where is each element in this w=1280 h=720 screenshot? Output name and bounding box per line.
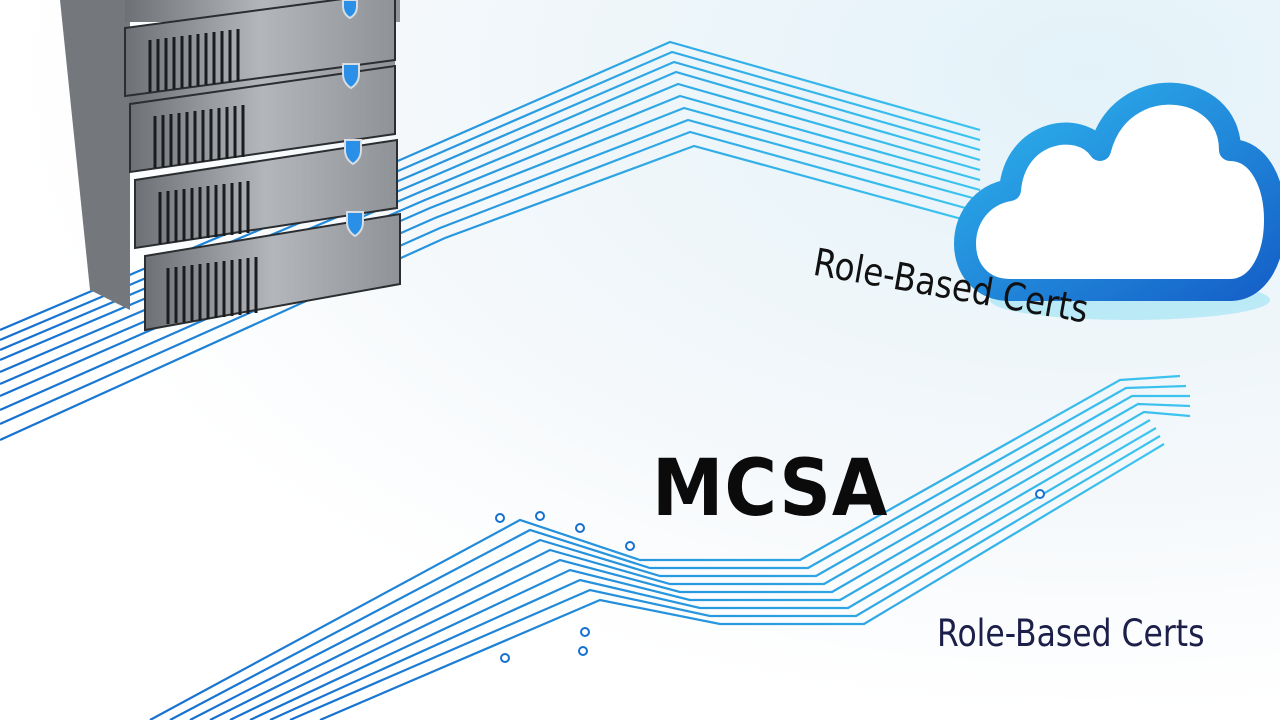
server-rack — [60, 0, 401, 332]
mcsa-title: MCSA — [652, 444, 889, 534]
cloud-icon — [954, 82, 1280, 320]
role-based-certs-label-bottom: Role-Based Certs — [937, 612, 1205, 655]
